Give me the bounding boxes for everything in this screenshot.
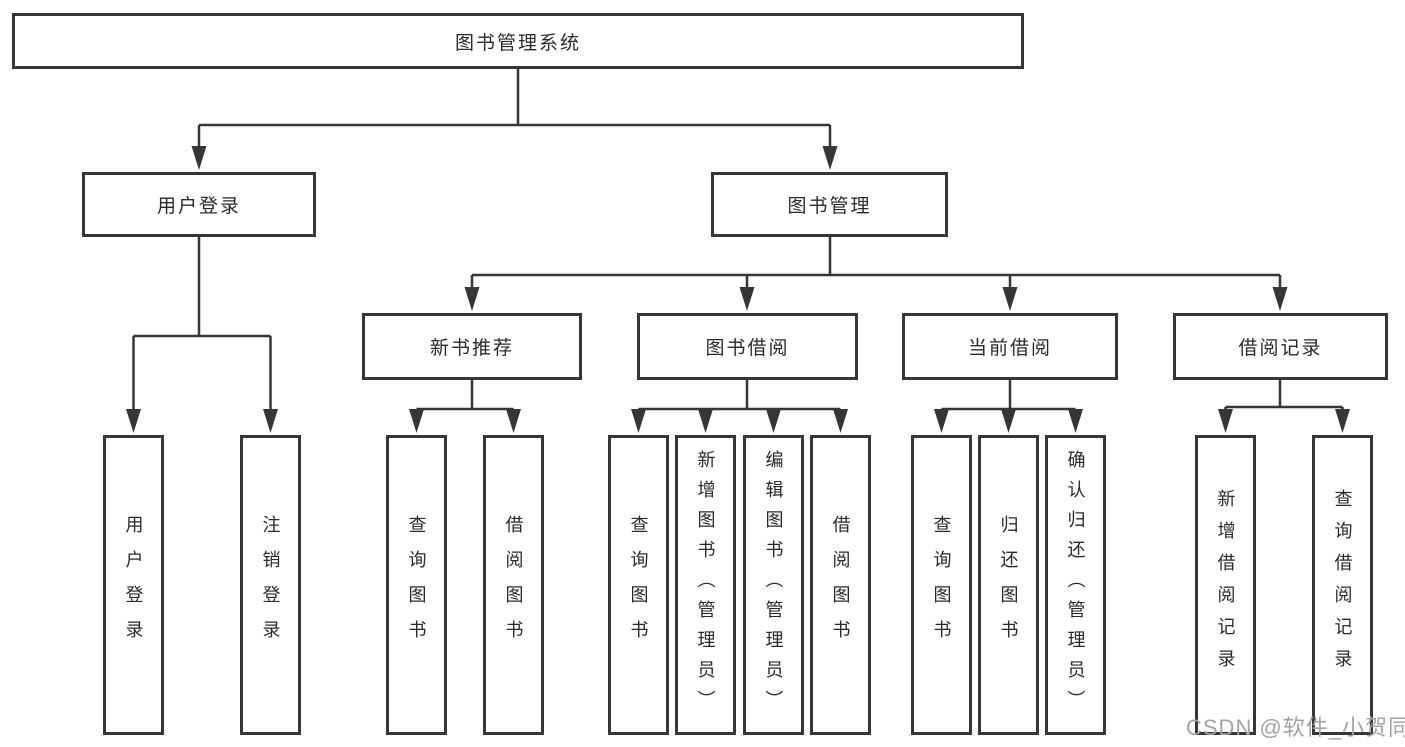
leaf-confirm-return-admin-label: 确认归还（管理员） [1065,450,1086,720]
csdn-watermark: CSDN @软件_小贺同学 [1186,715,1405,740]
node-library-system: 图书管理系统 [12,13,1024,69]
node-borrowing-records: 借阅记录 [1173,313,1388,380]
leaf-borrow-book: 借阅图书 [810,435,871,735]
node-borrowing-records-label: 借阅记录 [1238,338,1323,359]
leaf-user-login: 用户登录 [103,435,164,735]
node-book-borrowing-label: 图书借阅 [705,338,790,359]
leaf-confirm-return-admin: 确认归还（管理员） [1045,435,1106,735]
leaf-add-borrow-record-label: 新增借阅记录 [1215,489,1236,681]
leaf-query-book-current-label: 查询图书 [931,515,952,655]
leaf-query-borrow-record: 查询借阅记录 [1312,435,1373,735]
leaf-query-book-recommend-label: 查询图书 [406,515,427,655]
leaf-borrow-book-recommend: 借阅图书 [483,435,544,735]
leaf-query-book-borrow: 查询图书 [608,435,669,735]
leaf-logout: 注销登录 [240,435,301,735]
node-book-management: 图书管理 [711,172,948,237]
leaf-query-book-recommend: 查询图书 [386,435,447,735]
node-new-book-recommendation-label: 新书推荐 [429,338,514,359]
node-current-borrowing: 当前借阅 [902,313,1118,380]
node-library-system-label: 图书管理系统 [454,32,581,54]
leaf-user-login-label: 用户登录 [123,515,144,655]
leaf-return-book-label: 归还图书 [998,515,1019,655]
leaf-logout-label: 注销登录 [260,515,281,655]
leaf-add-book-admin: 新增图书（管理员） [675,435,736,735]
node-user-login: 用户登录 [82,172,316,237]
leaf-query-book-current: 查询图书 [911,435,972,735]
leaf-edit-book-admin: 编辑图书（管理员） [743,435,804,735]
leaf-add-borrow-record: 新增借阅记录 [1195,435,1256,735]
node-book-borrowing: 图书借阅 [637,313,858,380]
leaf-add-book-admin-label: 新增图书（管理员） [695,450,716,720]
leaf-return-book: 归还图书 [978,435,1039,735]
leaf-query-borrow-record-label: 查询借阅记录 [1332,489,1353,681]
leaf-query-book-borrow-label: 查询图书 [628,515,649,655]
node-current-borrowing-label: 当前借阅 [967,338,1052,359]
leaf-borrow-book-label: 借阅图书 [830,515,851,655]
node-new-book-recommendation: 新书推荐 [362,313,582,380]
node-book-management-label: 图书管理 [787,196,872,217]
leaf-borrow-book-recommend-label: 借阅图书 [503,515,524,655]
node-user-login-label: 用户登录 [156,196,241,217]
leaf-edit-book-admin-label: 编辑图书（管理员） [763,450,784,720]
